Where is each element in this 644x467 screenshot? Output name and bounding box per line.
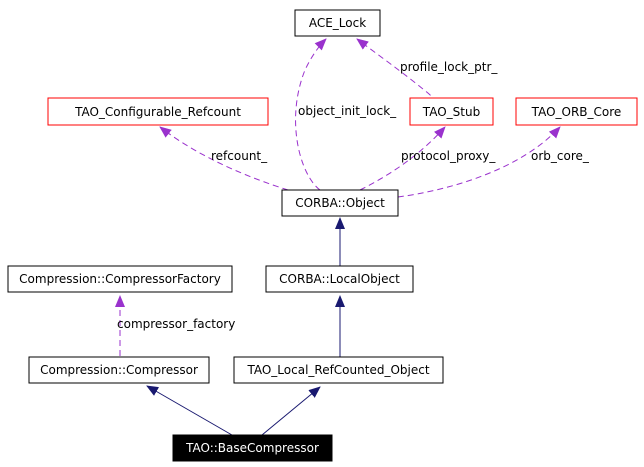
node-tao-orb-core-label: TAO_ORB_Core — [531, 105, 622, 119]
label-protocol-proxy: protocol_proxy_ — [401, 149, 496, 163]
node-corba-local-object: CORBA::LocalObject — [265, 265, 414, 293]
edge-corba-object-to-tao-stub — [359, 126, 446, 191]
label-orb-core: orb_core_ — [531, 149, 590, 163]
edge-corba-object-to-ace-lock — [295, 38, 327, 191]
label-compressor-factory: compressor_factory — [117, 317, 235, 331]
label-profile-lock-ptr: profile_lock_ptr_ — [400, 60, 498, 74]
node-tao-local-refcounted-object: TAO_Local_RefCounted_Object — [233, 356, 444, 384]
edge-corba-object-to-configurable-refcount — [159, 126, 289, 191]
node-tao-stub: TAO_Stub — [409, 97, 494, 126]
node-compressor-factory: Compression::CompressorFactory — [7, 265, 233, 293]
label-refcount: refcount_ — [211, 149, 268, 163]
node-tao-orb-core: TAO_ORB_Core — [515, 97, 638, 126]
node-tao-stub-label: TAO_Stub — [422, 105, 480, 119]
node-compressor-label: Compression::Compressor — [40, 363, 198, 377]
node-compressor-factory-label: Compression::CompressorFactory — [19, 272, 221, 286]
node-tao-configurable-refcount: TAO_Configurable_Refcount — [47, 97, 269, 126]
node-ace-lock-label: ACE_Lock — [309, 16, 366, 30]
edge-tao-stub-to-ace-lock — [356, 38, 439, 103]
node-compressor: Compression::Compressor — [28, 356, 210, 384]
node-tao-base-compressor-label: TAO::BaseCompressor — [185, 441, 319, 455]
node-ace-lock: ACE_Lock — [294, 9, 381, 37]
node-corba-object: CORBA::Object — [281, 189, 399, 217]
node-tao-base-compressor: TAO::BaseCompressor — [172, 434, 333, 462]
node-corba-local-object-label: CORBA::LocalObject — [279, 272, 400, 286]
node-tao-configurable-refcount-label: TAO_Configurable_Refcount — [74, 105, 241, 119]
edge-base-compressor-to-compressor — [146, 385, 233, 436]
node-corba-object-label: CORBA::Object — [295, 196, 385, 210]
label-object-init-lock: object_init_lock_ — [298, 104, 397, 118]
node-tao-local-refcounted-object-label: TAO_Local_RefCounted_Object — [246, 363, 429, 377]
edge-base-compressor-to-local-refcounted — [261, 386, 321, 436]
